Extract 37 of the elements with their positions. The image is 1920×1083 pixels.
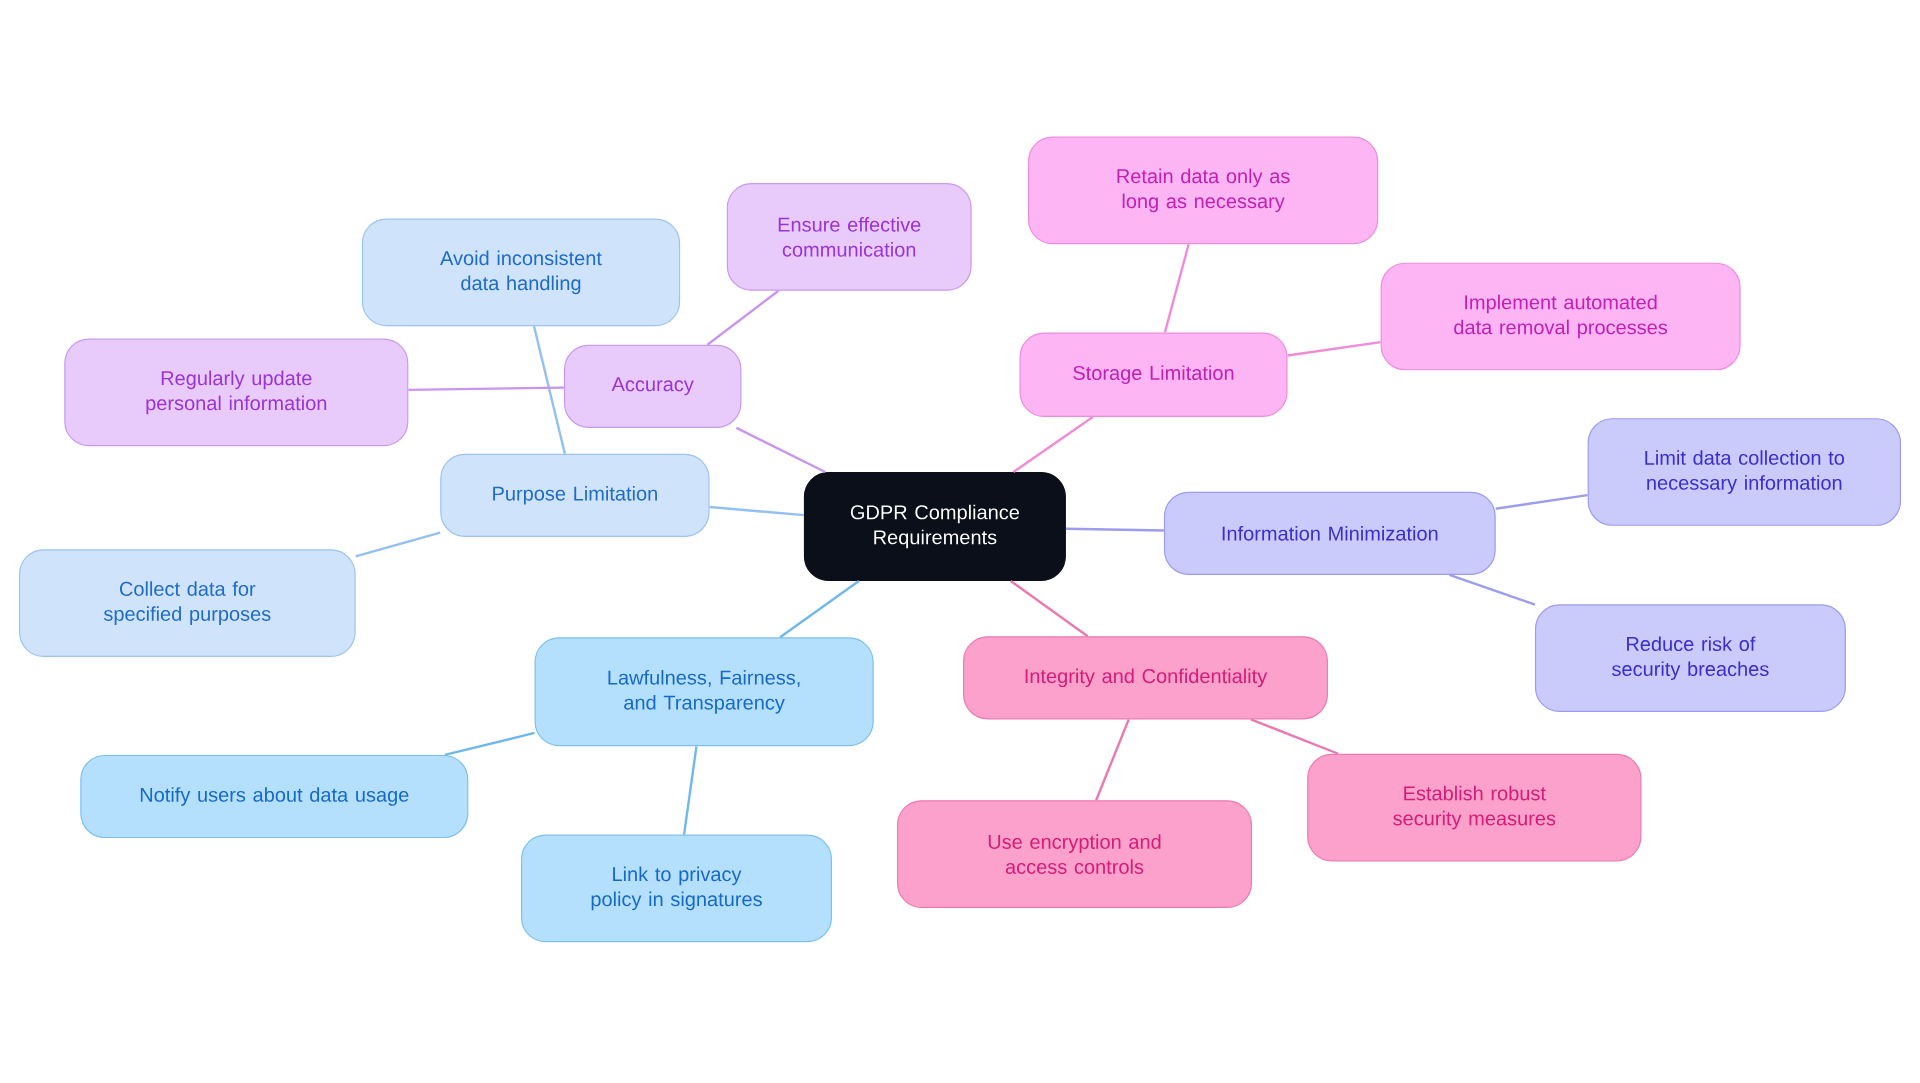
topic-box: Integrity and Confidentiality — [963, 636, 1328, 720]
topic-box: Link to privacy policy in signatures — [521, 834, 832, 943]
connector-line — [408, 386, 564, 392]
connector-line — [444, 731, 535, 757]
topic-box: Lawfulness, Fairness, and Transparency — [534, 637, 874, 747]
topic-box: Limit data collection to necessary information — [1587, 418, 1901, 526]
connector-line — [532, 325, 567, 454]
connector-line — [1012, 415, 1094, 473]
topic-box: Accuracy — [563, 344, 742, 428]
connector-line — [1449, 573, 1536, 606]
connector-line — [706, 289, 780, 346]
topic-box: Regularly update personal information — [64, 338, 409, 447]
connector-line — [1163, 243, 1190, 333]
connector-line — [709, 505, 804, 517]
connector-line — [1250, 718, 1339, 755]
topic-box: Implement automated data removal processes — [1380, 262, 1741, 371]
topic-box: Retain data only as long as necessary — [1028, 136, 1379, 245]
topic-box: Ensure effective communication — [726, 183, 972, 291]
connector-line — [1065, 527, 1164, 532]
topic-box: Use encryption and access controls — [896, 800, 1253, 908]
topic-box: Reduce risk of security breaches — [1534, 604, 1846, 713]
topic-box: Purpose Limitation — [440, 453, 710, 537]
connector-line — [355, 531, 441, 558]
connector-line — [1010, 580, 1089, 638]
connector-line — [735, 426, 826, 474]
connector-line — [1495, 493, 1588, 510]
topic-box: Collect data for specified purposes — [18, 549, 356, 657]
connector-line — [1287, 340, 1381, 357]
topic-box: Storage Limitation — [1019, 332, 1288, 417]
topic-box: Establish robust security measures — [1307, 753, 1642, 862]
topic-box: Information Minimization — [1163, 491, 1496, 575]
connector-line — [779, 580, 860, 639]
connector-line — [682, 746, 698, 835]
central-topic-box: GDPR Compliance Requirements — [803, 472, 1066, 581]
topic-box: Avoid inconsistent data handling — [361, 218, 681, 327]
topic-box: Notify users about data usage — [80, 754, 469, 839]
connector-line — [1095, 718, 1130, 801]
